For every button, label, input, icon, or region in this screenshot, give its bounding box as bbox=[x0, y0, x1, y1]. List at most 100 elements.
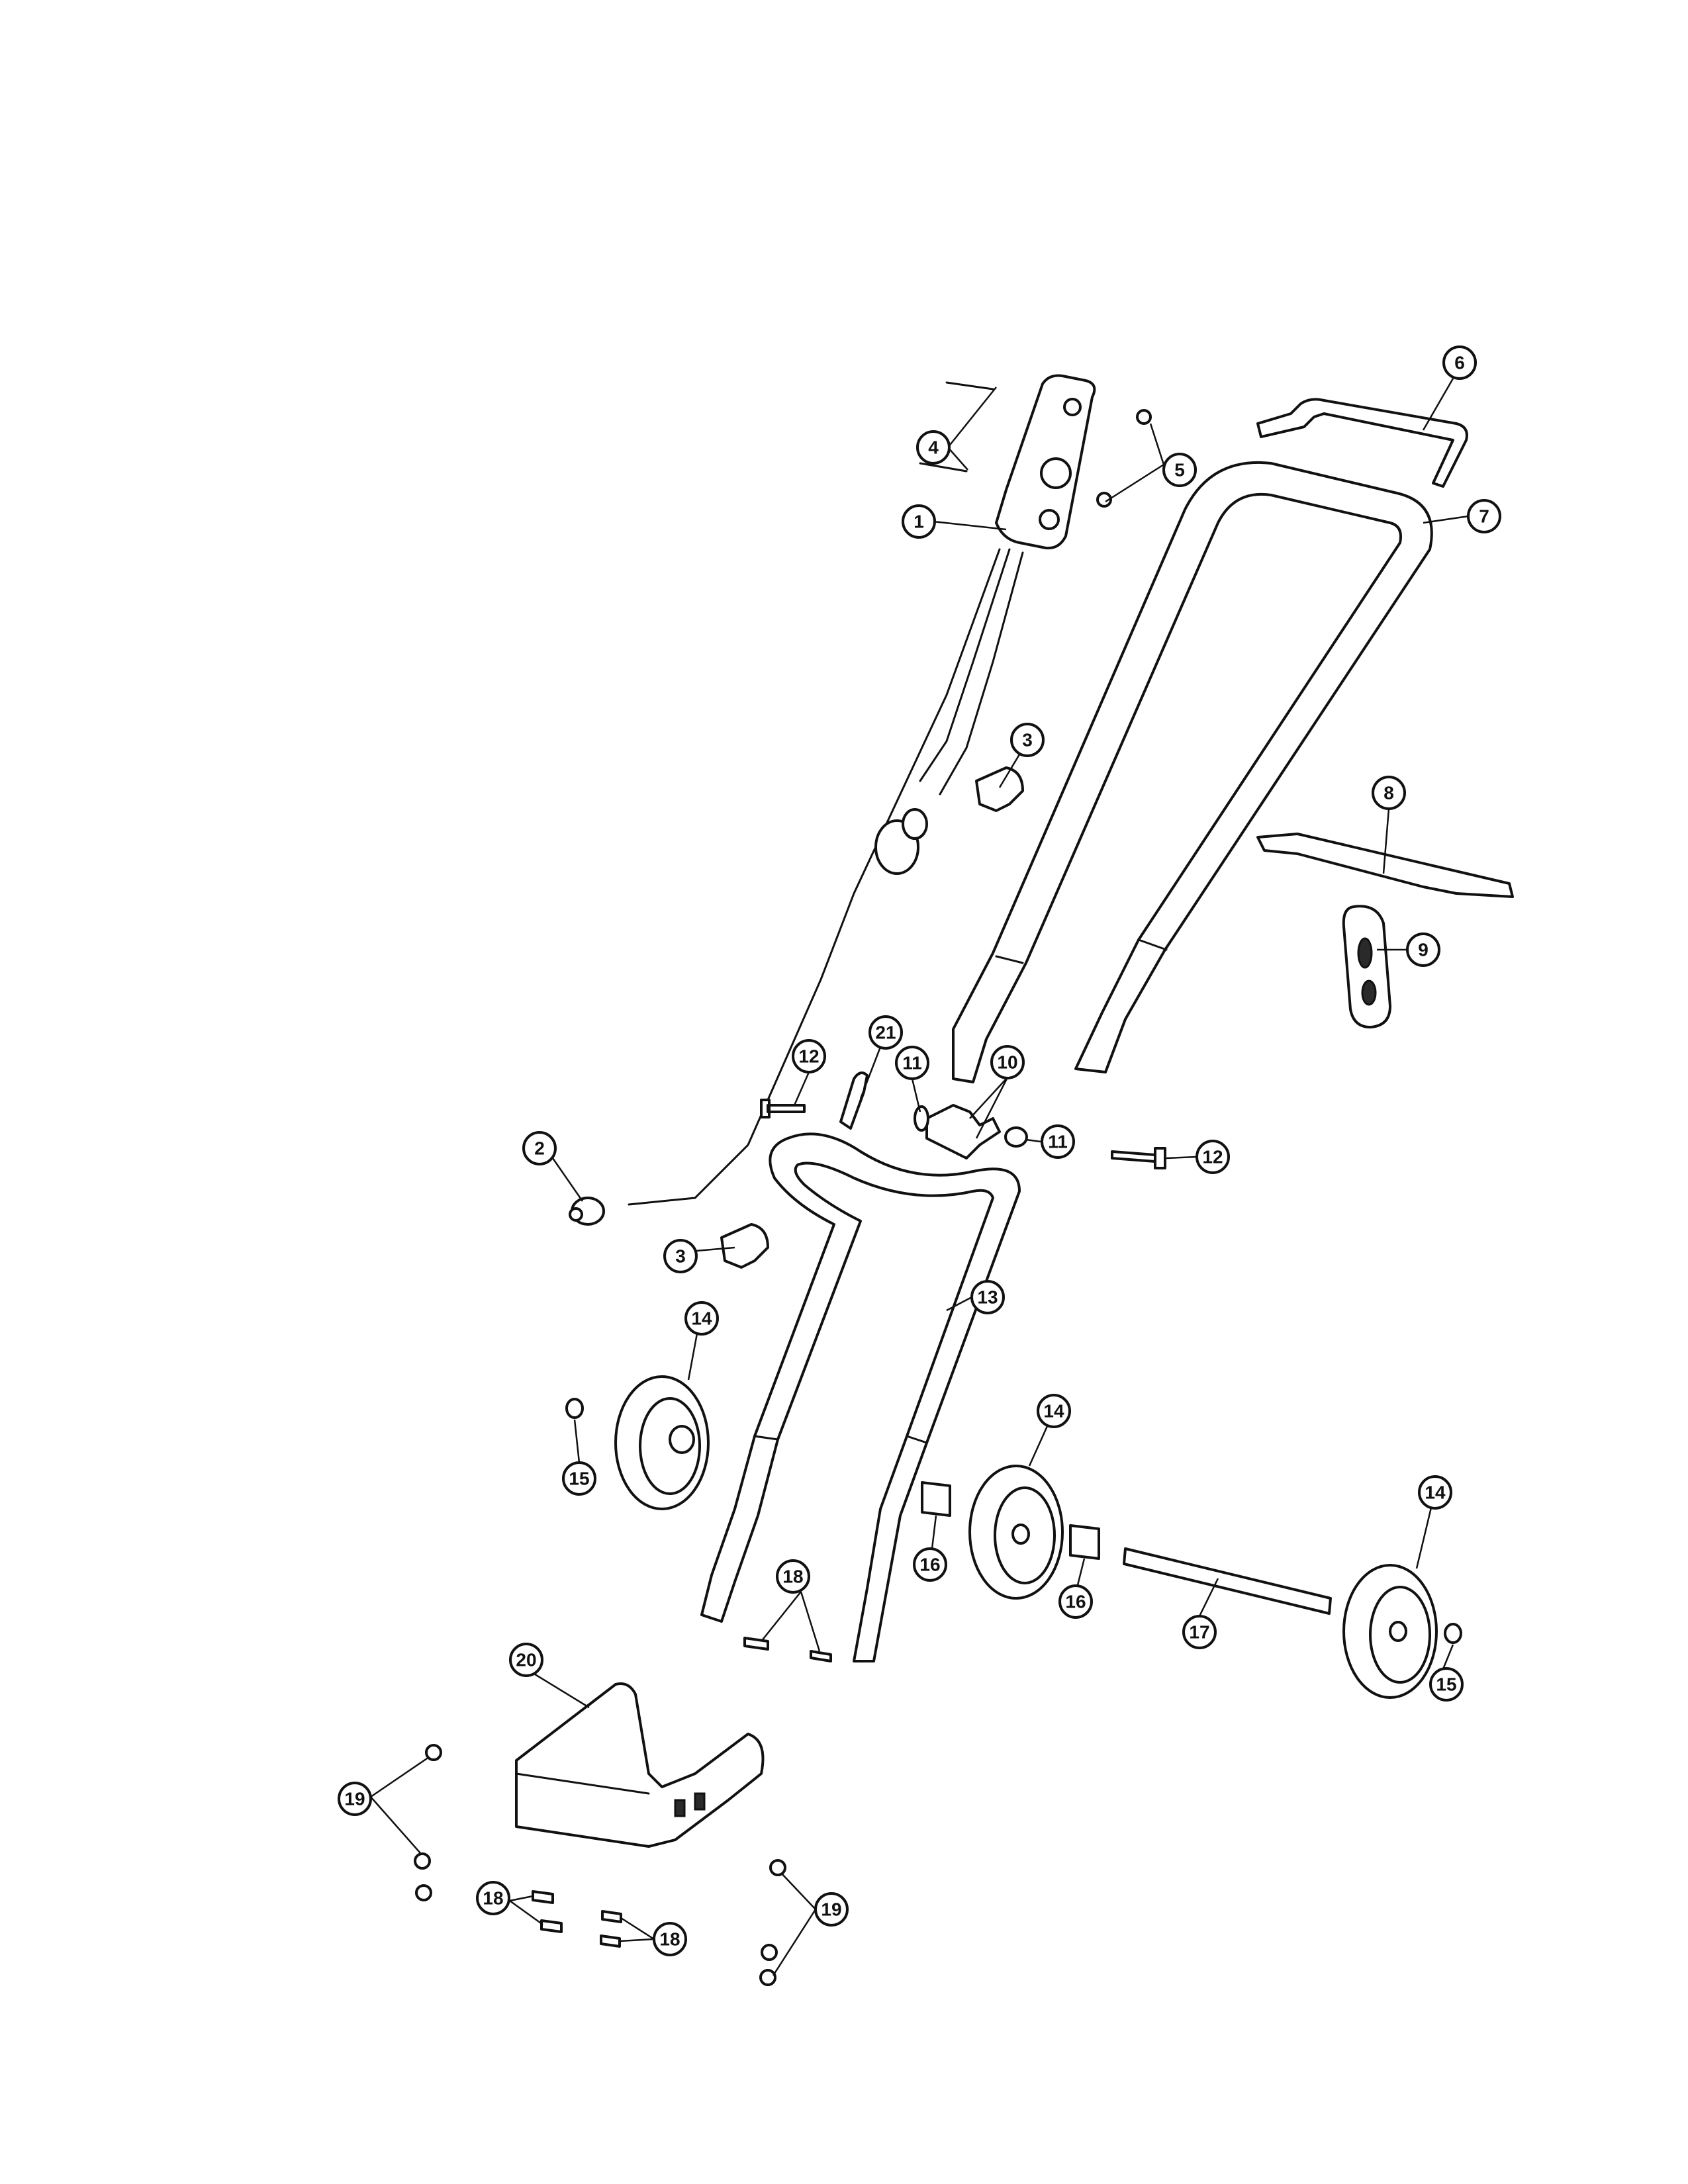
carriage-bolt-1 bbox=[743, 1637, 769, 1651]
callout-1: 1 bbox=[902, 504, 936, 539]
svg-text:18: 18 bbox=[483, 1888, 503, 1909]
callout-9: 9 bbox=[1406, 933, 1440, 967]
bolt-right bbox=[1111, 1147, 1166, 1169]
wheel-left bbox=[614, 1375, 710, 1510]
callout-3-lower: 3 bbox=[663, 1239, 698, 1273]
wheel-nut-right bbox=[1444, 1623, 1462, 1644]
callout-19-right: 19 bbox=[814, 1892, 849, 1927]
svg-text:16: 16 bbox=[1065, 1592, 1086, 1612]
flange-nut-1 bbox=[425, 1744, 442, 1761]
flange-nut-4 bbox=[769, 1859, 786, 1876]
svg-text:14: 14 bbox=[1425, 1482, 1446, 1503]
svg-text:19: 19 bbox=[821, 1899, 841, 1920]
callout-21: 21 bbox=[868, 1015, 903, 1050]
callout-17: 17 bbox=[1182, 1615, 1217, 1649]
callout-3-upper: 3 bbox=[1010, 723, 1045, 757]
callout-13: 13 bbox=[970, 1280, 1005, 1314]
svg-text:9: 9 bbox=[1418, 940, 1429, 960]
svg-text:7: 7 bbox=[1479, 506, 1489, 527]
svg-text:8: 8 bbox=[1383, 783, 1394, 803]
callout-5: 5 bbox=[1162, 453, 1197, 487]
callout-2: 2 bbox=[522, 1131, 557, 1165]
svg-text:5: 5 bbox=[1174, 460, 1185, 480]
svg-text:14: 14 bbox=[1043, 1401, 1064, 1422]
washer-right bbox=[1004, 1126, 1028, 1148]
grommet bbox=[569, 1197, 605, 1226]
upper-handle bbox=[952, 461, 1433, 1083]
throttle-knob bbox=[874, 808, 928, 875]
svg-text:15: 15 bbox=[569, 1469, 589, 1489]
callout-20: 20 bbox=[509, 1643, 543, 1677]
wheel-nut-left bbox=[565, 1398, 584, 1419]
cable-clip-lower bbox=[720, 1223, 769, 1269]
svg-text:16: 16 bbox=[919, 1555, 940, 1575]
callout-8: 8 bbox=[1372, 776, 1406, 810]
screws-upper bbox=[919, 381, 994, 473]
callout-14-left: 14 bbox=[684, 1301, 719, 1336]
wheel-center bbox=[968, 1465, 1064, 1600]
handle-knob bbox=[925, 1104, 1001, 1160]
carriage-bolt-3 bbox=[532, 1890, 554, 1904]
nut-upper-2 bbox=[1096, 492, 1112, 508]
svg-text:3: 3 bbox=[675, 1246, 686, 1267]
callout-12-left: 12 bbox=[792, 1039, 826, 1073]
svg-text:1: 1 bbox=[914, 512, 924, 532]
svg-text:18: 18 bbox=[782, 1567, 803, 1587]
bushing-left bbox=[921, 1481, 951, 1517]
svg-text:4: 4 bbox=[928, 437, 939, 458]
carriage-bolt-5 bbox=[601, 1910, 622, 1923]
svg-text:19: 19 bbox=[344, 1789, 365, 1809]
spacer-plate bbox=[1342, 905, 1391, 1028]
callout-18-lower-right: 18 bbox=[653, 1922, 687, 1956]
callout-18-upper: 18 bbox=[776, 1559, 810, 1594]
flange-nut-2 bbox=[414, 1852, 431, 1870]
flange-nut-3 bbox=[415, 1884, 432, 1901]
callout-18-lower-left: 18 bbox=[476, 1881, 510, 1915]
deflector-strap bbox=[1256, 833, 1514, 898]
svg-text:2: 2 bbox=[534, 1138, 545, 1159]
callout-16-left: 16 bbox=[913, 1547, 947, 1582]
callout-16-right: 16 bbox=[1058, 1584, 1093, 1619]
callout-10: 10 bbox=[990, 1045, 1025, 1079]
svg-text:21: 21 bbox=[875, 1023, 896, 1043]
cable-clip-upper bbox=[975, 766, 1024, 812]
svg-text:10: 10 bbox=[997, 1052, 1017, 1073]
control-box bbox=[628, 374, 1096, 1206]
callout-12-right: 12 bbox=[1196, 1140, 1230, 1174]
callout-15-right: 15 bbox=[1429, 1667, 1464, 1702]
hairpin-clip bbox=[839, 1071, 868, 1130]
callout-11-left: 11 bbox=[895, 1046, 929, 1080]
svg-text:18: 18 bbox=[659, 1929, 680, 1950]
callout-19-left: 19 bbox=[338, 1782, 372, 1816]
callout-11-right: 11 bbox=[1041, 1124, 1075, 1159]
callout-14-center: 14 bbox=[1037, 1394, 1071, 1428]
svg-text:13: 13 bbox=[977, 1287, 998, 1308]
svg-text:11: 11 bbox=[1048, 1132, 1068, 1152]
flange-nut-6 bbox=[759, 1969, 776, 1986]
leader-lines bbox=[370, 378, 1469, 1976]
svg-text:14: 14 bbox=[691, 1308, 712, 1329]
callout-7: 7 bbox=[1467, 499, 1501, 533]
svg-text:17: 17 bbox=[1189, 1622, 1209, 1643]
callout-15-left: 15 bbox=[562, 1461, 596, 1496]
svg-text:6: 6 bbox=[1454, 353, 1465, 373]
callout-4: 4 bbox=[916, 430, 951, 465]
wheel-right bbox=[1342, 1564, 1438, 1699]
svg-text:12: 12 bbox=[1202, 1147, 1223, 1167]
carriage-bolt-6 bbox=[600, 1934, 621, 1948]
svg-text:20: 20 bbox=[516, 1650, 536, 1670]
flange-nut-5 bbox=[761, 1944, 778, 1961]
bushing-right bbox=[1069, 1524, 1100, 1560]
svg-text:12: 12 bbox=[798, 1046, 819, 1067]
svg-text:3: 3 bbox=[1022, 730, 1033, 751]
callout-14-right: 14 bbox=[1418, 1475, 1452, 1510]
bolt-left bbox=[760, 1099, 806, 1118]
washer-left bbox=[914, 1105, 929, 1132]
nut-upper-1 bbox=[1136, 409, 1152, 425]
carriage-bolt-2 bbox=[810, 1650, 832, 1662]
svg-text:15: 15 bbox=[1436, 1674, 1456, 1695]
svg-text:11: 11 bbox=[902, 1053, 922, 1073]
bail-bar bbox=[1256, 398, 1468, 488]
carriage-bolt-4 bbox=[540, 1919, 563, 1933]
